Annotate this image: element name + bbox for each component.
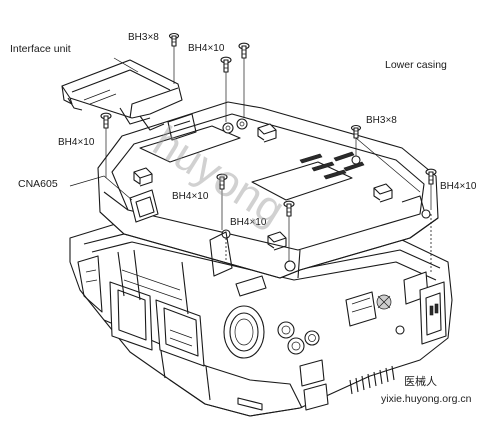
label-screw-bh4x10-right: BH4×10 — [440, 181, 477, 192]
label-screw-bh3x8-top: BH3×8 — [128, 32, 159, 43]
screws — [100, 32, 437, 217]
screw-bh4x10-center — [216, 173, 228, 190]
screw-bh3x8-top — [168, 32, 180, 47]
screw-bh4x10-top-b — [220, 56, 232, 73]
label-lower-casing: Lower casing — [385, 59, 447, 71]
callout-labels: Interface unit Lower casing CNA605 BH3×8… — [10, 32, 477, 228]
interface-unit-part — [61, 59, 183, 131]
label-screw-bh3x8-right: BH3×8 — [366, 115, 397, 126]
main-unit-body — [69, 221, 453, 417]
watermark-site-cn: 医械人 — [404, 374, 437, 388]
label-screw-bh4x10-left: BH4×10 — [58, 137, 95, 148]
watermark-site-url: yixie.huyong.org.cn — [381, 393, 472, 405]
screw-bh4x10-left — [100, 112, 112, 129]
label-screw-bh4x10-center: BH4×10 — [172, 191, 209, 202]
screw-bh3x8-right — [350, 124, 362, 139]
screw-bh4x10-top-a — [238, 42, 250, 59]
rubber-pads — [133, 123, 393, 251]
label-screw-bh4x10-lower-center: BH4×10 — [230, 217, 267, 228]
lower-casing-part — [97, 101, 439, 297]
label-interface-unit: Interface unit — [10, 43, 71, 55]
vent-slots — [349, 365, 395, 395]
casing-slots — [299, 151, 365, 180]
alignment-lines — [69, 46, 432, 272]
screw-bh4x10-lower-center — [283, 200, 295, 217]
label-cna605: CNA605 — [18, 178, 58, 190]
label-screw-bh4x10-top: BH4×10 — [188, 43, 225, 54]
